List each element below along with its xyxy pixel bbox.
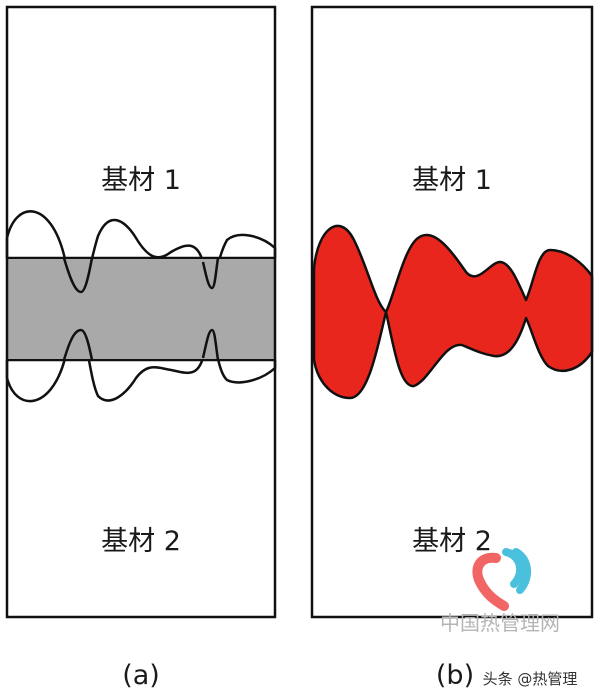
panel-b-tim-fill xyxy=(312,224,594,400)
panel-a-frame xyxy=(5,5,277,619)
panel-a-top-label: 基材 1 xyxy=(101,165,181,196)
watermark-attribution: 头条 @热管理 xyxy=(483,670,578,688)
panel-a: 基材 1 基材 2 (a) xyxy=(5,5,277,691)
panel-a-bottom-label: 基材 2 xyxy=(101,526,181,557)
panel-b-caption: (b) xyxy=(436,660,474,691)
panel-b: 基材 1 基材 2 (b) xyxy=(310,5,594,691)
panel-b-frame xyxy=(310,5,594,619)
panel-a-caption: (a) xyxy=(122,660,160,691)
panel-a-upper-wave-tips xyxy=(62,257,220,294)
panel-b-top-label: 基材 1 xyxy=(412,165,492,196)
panel-a-tim-layer xyxy=(7,258,275,360)
panel-b-bottom-label: 基材 2 xyxy=(412,526,492,557)
panel-a-lower-wave-tips xyxy=(62,328,220,361)
watermark-logo-icon xyxy=(472,548,531,611)
watermark-site-text: 中国热管理网 xyxy=(440,611,560,635)
watermark: 中国热管理网 头条 @热管理 xyxy=(440,548,578,688)
